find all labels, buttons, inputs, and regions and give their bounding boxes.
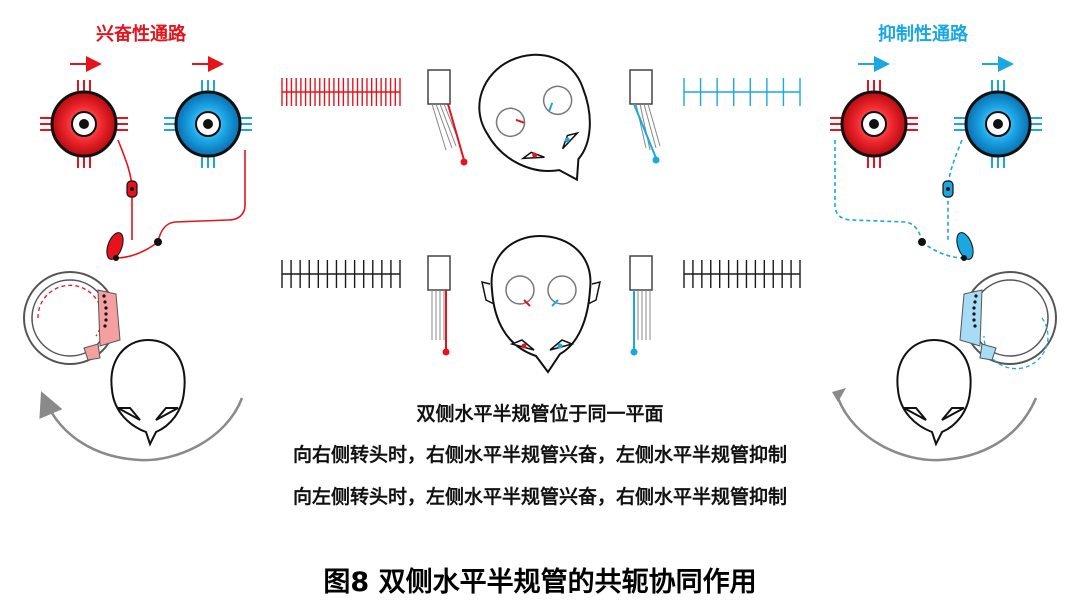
head-rotated [478, 53, 591, 182]
eye-red-right [830, 80, 918, 168]
inhibitory-nerve-path [834, 139, 965, 259]
caption-line-1: 双侧水平半规管位于同一平面 [416, 403, 664, 425]
spike-train-excited [281, 78, 401, 106]
head-top-view-left [110, 338, 186, 447]
spike-train-inhibited [683, 78, 801, 106]
caption-line-3: 向左侧转头时，左侧水平半规管兴奋，右侧水平半规管抑制 [292, 486, 787, 508]
inhibitory-pathway-panel [830, 56, 1057, 462]
semicircular-canal-right [959, 271, 1057, 370]
head-top-view-right [896, 338, 972, 447]
caption-line-2: 向右侧转头时，右侧水平半规管兴奋，左侧水平半规管抑制 [292, 444, 787, 466]
hair-cell-bundle-right-top [629, 69, 661, 164]
hair-cell-bundle-left-bottom [427, 255, 451, 356]
semicircular-canal-left [23, 271, 121, 365]
eye-blue-right [954, 80, 1042, 168]
vestibular-ganglion [106, 232, 124, 260]
spike-train-resting [683, 260, 801, 288]
excitatory-nerve-path [115, 139, 246, 259]
excitatory-pathway-label: 兴奋性通路 [96, 24, 186, 45]
figure-title: 图8 双侧水平半规管的共轭协同作用 [323, 567, 757, 598]
rotation-arrow-icon [39, 391, 244, 462]
center-panel [281, 53, 801, 374]
head-front [481, 234, 601, 374]
rotation-arrow-icon [836, 397, 1038, 462]
hair-cell-bundle-right-bottom [629, 255, 653, 356]
spike-train-resting [281, 260, 401, 288]
hair-cell-bundle-left-top [427, 69, 468, 166]
eye-red-left [40, 80, 128, 168]
eye-blue-left [164, 80, 252, 168]
inhibitory-pathway-label: 抑制性通路 [878, 24, 968, 45]
vestibular-ganglion [956, 232, 974, 260]
excitatory-pathway-panel [23, 56, 252, 462]
nucleus-node [154, 238, 162, 246]
nucleus-node [918, 238, 926, 246]
